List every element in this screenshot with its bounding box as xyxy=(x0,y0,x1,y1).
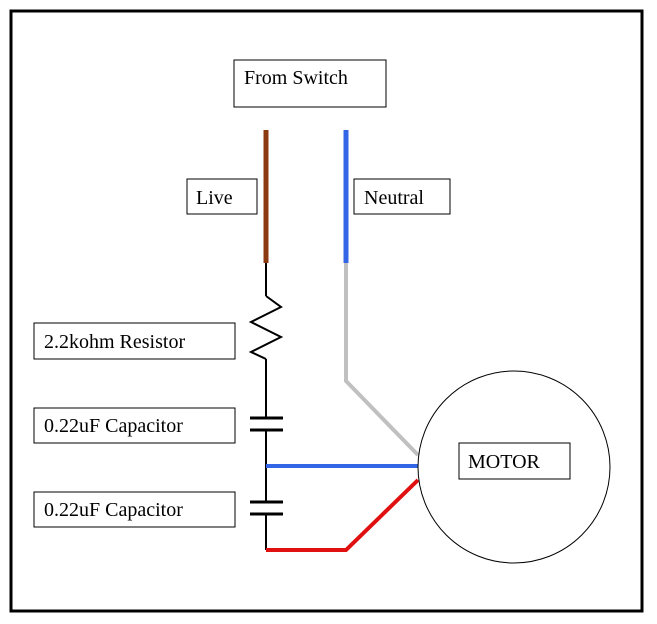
capacitor-2-box xyxy=(33,491,236,528)
live-label: Live xyxy=(196,187,233,209)
motor-box xyxy=(458,442,571,480)
resistor-symbol xyxy=(248,295,284,360)
capacitor-1-box xyxy=(33,407,236,444)
neutral-label: Neutral xyxy=(364,187,424,209)
red-wire xyxy=(266,478,420,552)
grey-wire xyxy=(344,263,420,457)
motor-label: MOTOR xyxy=(468,451,541,473)
capacitor-2-label: 0.22uF Capacitor xyxy=(44,499,183,521)
resistor-label: 2.2kohm Resistor xyxy=(44,331,185,353)
from-switch-label: From Switch xyxy=(244,67,348,89)
neutral-box xyxy=(353,178,451,215)
from-switch-box xyxy=(233,59,387,108)
resistor-box xyxy=(33,322,236,360)
live-box xyxy=(186,178,258,215)
capacitor-1-label: 0.22uF Capacitor xyxy=(44,415,183,437)
